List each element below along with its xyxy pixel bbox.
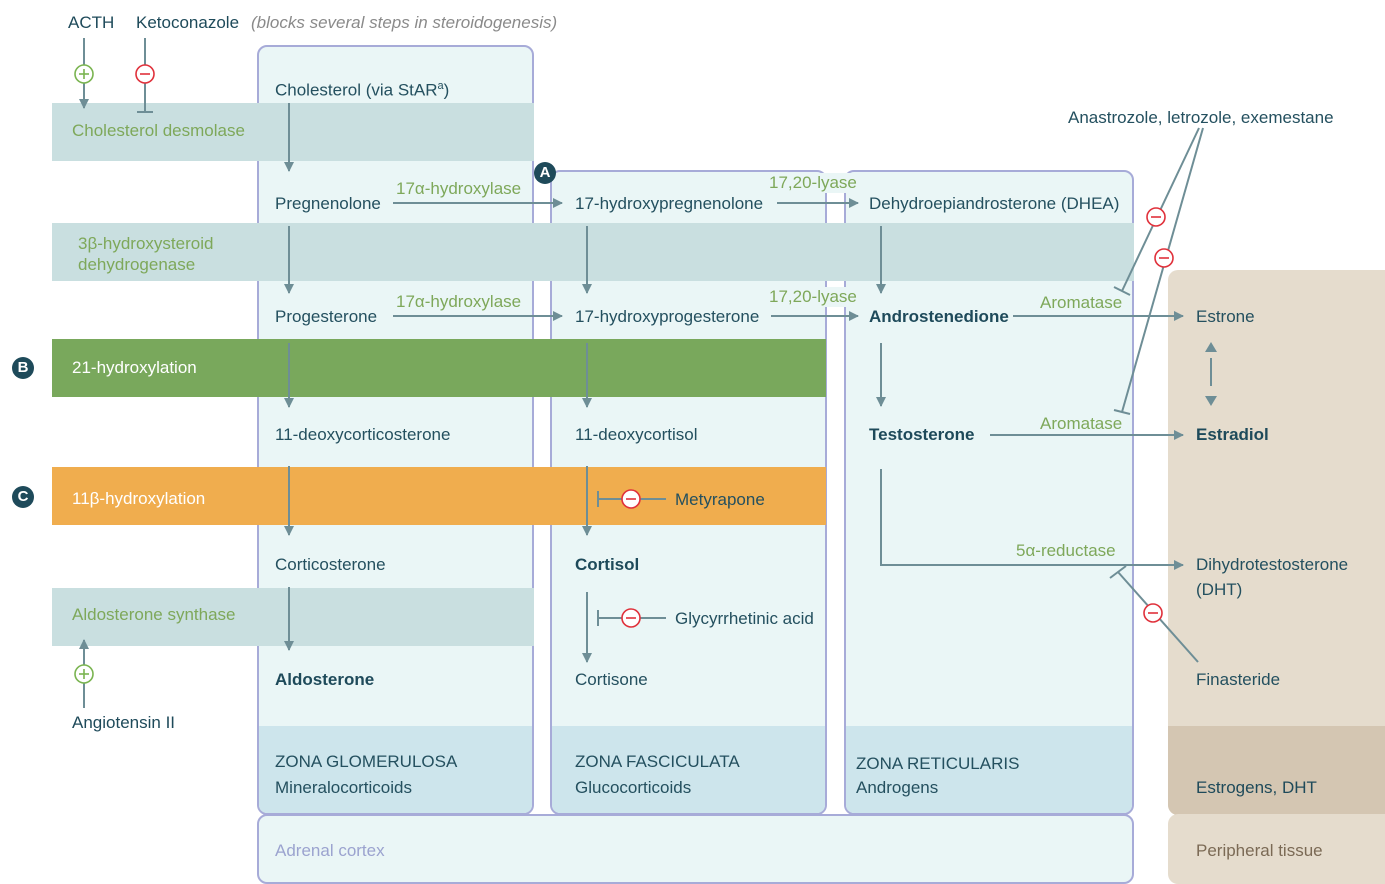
aromatase-label-1: Aromatase [1038, 293, 1125, 313]
adrenal-cortex-bar [257, 814, 1134, 884]
lyase-label-1: 17,20-lyase [767, 173, 859, 193]
aldo-synthase-band [52, 588, 534, 646]
dht-label-line2: (DHT) [1196, 580, 1243, 599]
reticularis-zone-name: ZONA RETICULARIS [856, 754, 1020, 773]
hydroxylase17-label-2: 17α-hydroxylase [394, 292, 524, 312]
lyase-label-2: 17,20-lyase [767, 287, 859, 307]
estrone-label: Estrone [1196, 307, 1255, 326]
hydroxyprogesterone-label: 17-hydroxyprogesterone [575, 307, 760, 326]
dht-label-line1: Dihydrotestosterone [1196, 555, 1349, 574]
hydroxylase17-label-1: 17α-hydroxylase [394, 179, 524, 199]
hydroxylation11-label: 11β-hydroxylation [72, 489, 206, 508]
glomerulosa-footer [259, 726, 532, 813]
glomerulosa-zone-product: Mineralocorticoids [275, 778, 412, 797]
ketoconazole-label: Ketoconazole [136, 13, 240, 32]
hydroxypregnenolone-label: 17-hydroxypregnenolone [575, 194, 764, 213]
hydroxylation21-band [52, 339, 826, 397]
glycyrrhetinic-label: Glycyrrhetinic acid [675, 609, 814, 628]
peripheral-tissue-bar [1168, 814, 1385, 884]
hsd-label-line1: 3β-hydroxysteroid [78, 234, 214, 253]
peripheral-product: Estrogens, DHT [1196, 778, 1317, 797]
reductase-label: 5α-reductase [1014, 541, 1118, 561]
cholesterol-label: Cholesterol (via StARa) [275, 80, 450, 100]
hsd-band [52, 223, 1134, 281]
zona-glomerulosa-panel [257, 45, 534, 815]
adrenal-cortex-label: Adrenal cortex [275, 841, 385, 860]
androstenedione-label: Androstenedione [869, 307, 1009, 326]
hydroxylation21-label: 21-hydroxylation [72, 358, 197, 377]
deoxycortisol-label: 11-deoxycortisol [575, 425, 698, 444]
finasteride-label: Finasteride [1196, 670, 1281, 689]
fasciculata-zone-product: Glucocorticoids [575, 778, 692, 797]
reticularis-footer [846, 726, 1132, 813]
hsd-label-line2: dehydrogenase [78, 255, 196, 274]
corticosterone-label: Corticosterone [275, 555, 386, 574]
angiotensin-label: Angiotensin II [72, 713, 176, 732]
hydroxylation11-band [52, 467, 826, 525]
aldosterone-label: Aldosterone [275, 670, 375, 689]
deoxycorticosterone-label: 11-deoxycorticosterone [275, 425, 451, 444]
peripheral-panel [1168, 270, 1385, 815]
testosterone-label: Testosterone [869, 425, 975, 444]
ketoconazole-note: (blocks several steps in steroidogenesis… [251, 13, 558, 32]
aromatase-inhibitors-label: Anastrozole, letrozole, exemestane [1068, 108, 1334, 127]
fasciculata-footer [552, 726, 825, 813]
peripheral-footer [1168, 726, 1385, 815]
acth-label: ACTH [68, 13, 115, 32]
badge-c: C [12, 486, 34, 508]
aromatase-label-2: Aromatase [1038, 414, 1125, 434]
pregnenolone-label: Pregnenolone [275, 194, 381, 213]
desmolase-band [52, 103, 534, 161]
estradiol-label: Estradiol [1196, 425, 1269, 444]
desmolase-label: Cholesterol desmolase [72, 121, 245, 140]
progesterone-label: Progesterone [275, 307, 378, 326]
dhea-label: Dehydroepiandrosterone (DHEA) [869, 194, 1120, 213]
reticularis-zone-product: Androgens [856, 778, 939, 797]
cortisol-label: Cortisol [575, 555, 640, 574]
badge-a: A [534, 162, 556, 184]
aldo-synthase-label: Aldosterone synthase [72, 605, 236, 624]
peripheral-tissue-label: Peripheral tissue [1196, 841, 1323, 860]
cortisone-label: Cortisone [575, 670, 648, 689]
metyrapone-label: Metyrapone [675, 490, 765, 509]
fasciculata-zone-name: ZONA FASCICULATA [575, 752, 740, 771]
glomerulosa-zone-name: ZONA GLOMERULOSA [275, 752, 458, 771]
badge-b: B [12, 357, 34, 379]
